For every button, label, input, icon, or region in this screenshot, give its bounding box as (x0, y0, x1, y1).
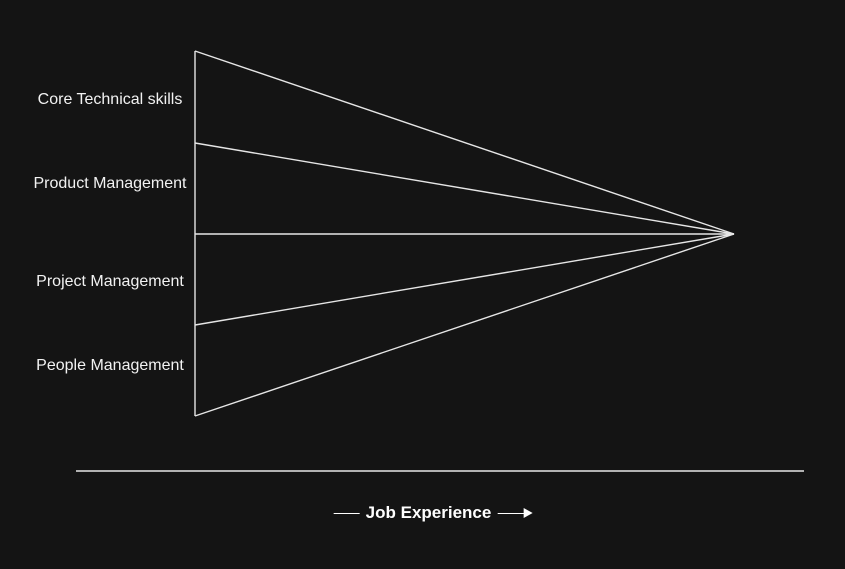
skill-label-product-management: Product Management (33, 175, 187, 192)
skill-label-core-technical: Core Technical skills (37, 91, 183, 108)
convergence-line-4 (194, 233, 735, 326)
convergence-line-1 (194, 50, 735, 235)
convergence-line-2 (194, 142, 735, 235)
axis-label-text: Job Experience (365, 503, 492, 522)
right-arrow-icon (497, 508, 533, 518)
skill-label-project-management: Project Management (36, 273, 184, 290)
job-experience-axis-label: Job Experience (333, 503, 533, 523)
convergence-line-5 (194, 233, 735, 417)
skill-label-people-management: People Management (36, 357, 184, 374)
dash-line-icon (333, 512, 360, 514)
